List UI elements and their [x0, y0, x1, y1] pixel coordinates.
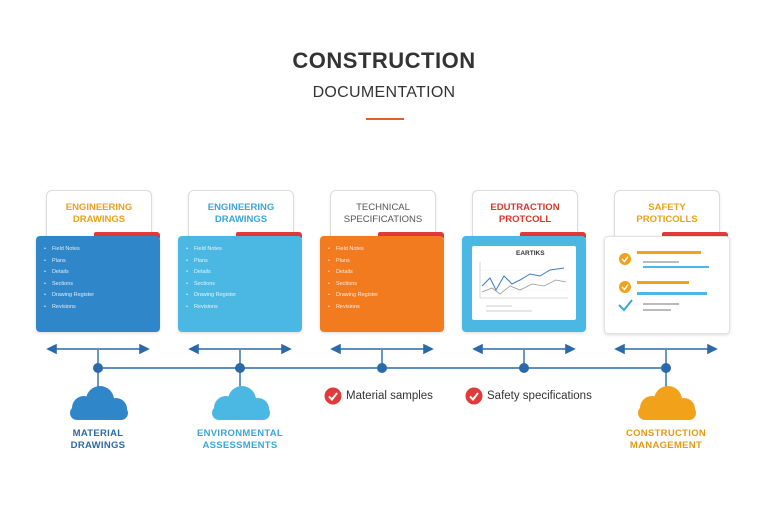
card-title-line2: SPECIFICATIONS: [343, 214, 423, 225]
card-item: Field Notes: [44, 244, 144, 256]
timeline-node: [377, 363, 387, 373]
folder-stripe: [94, 232, 160, 238]
card-item: Sections: [186, 279, 286, 291]
check-circle-icon: [324, 387, 342, 405]
node-label-line1: ENVIRONMENTAL: [196, 428, 284, 439]
check-item-safety-specifications: Safety specifications: [465, 387, 592, 405]
timeline-nodes: [93, 363, 671, 373]
card-engineering-drawings-2[interactable]: ENGINEERING DRAWINGS Field Notes Plans D…: [178, 190, 306, 332]
folder-stripe: [520, 232, 586, 238]
card-item: Revisions: [328, 302, 428, 314]
card-item: Details: [44, 267, 144, 279]
node-label-line2: DRAWINGS: [70, 440, 126, 451]
node-label-line1: CONSTRUCTION: [625, 428, 707, 439]
timeline-node: [661, 363, 671, 373]
card-title-line2: PROTICOLLS: [636, 214, 698, 225]
card-item: Field Notes: [328, 244, 428, 256]
card-item: Field Notes: [186, 244, 286, 256]
card-title-line1: EDUTRACTION: [490, 202, 560, 213]
check-circle-icon: [465, 387, 483, 405]
card-item: Drawing Register: [44, 290, 144, 302]
card-item: Plans: [44, 256, 144, 268]
card-item: Revisions: [186, 302, 286, 314]
card-title-line1: TECHNICAL: [356, 202, 410, 213]
card-title-line1: SAFETY: [648, 202, 686, 213]
card-item: Details: [186, 267, 286, 279]
timeline-node: [93, 363, 103, 373]
folder-stripe: [662, 232, 728, 238]
node-label-line2: ASSESSMENTS: [202, 440, 278, 451]
card-item: Revisions: [44, 302, 144, 314]
page-title: CONSTRUCTION: [292, 48, 476, 73]
card-item: Plans: [186, 256, 286, 268]
card-title-line1: ENGINEERING: [207, 202, 275, 213]
folder-body: [604, 236, 730, 334]
card-item: Details: [328, 267, 428, 279]
folder-body: EARTIKS: [462, 236, 586, 332]
cloud-icon: [638, 386, 696, 420]
node-label-environmental-assessments: ENVIRONMENTAL ASSESSMENTS: [170, 428, 310, 452]
node-label-line2: MANAGEMENT: [629, 440, 703, 451]
card-item: Sections: [328, 279, 428, 291]
checklist-icon: [618, 251, 709, 312]
folder-body: Field Notes Plans Details Sections Drawi…: [320, 236, 444, 332]
check-label: Material samples: [346, 390, 433, 402]
node-label-line1: MATERIAL: [72, 428, 124, 439]
folder-body: Field Notes Plans Details Sections Drawi…: [178, 236, 302, 332]
card-title-line2: PROTCOLL: [498, 214, 552, 225]
card-safety-protocols[interactable]: SAFETY PROTICOLLS: [604, 190, 732, 334]
check-item-material-samples: Material samples: [324, 387, 433, 405]
report-line-chart-icon: [479, 262, 568, 312]
card-protocol-report[interactable]: EDUTRACTION PROTCOLL EARTIKS: [462, 190, 590, 332]
card-title-line2: DRAWINGS: [214, 214, 268, 225]
card-title-line2: DRAWINGS: [72, 214, 126, 225]
title-underline: [366, 118, 404, 120]
node-label-material-drawings: MATERIAL DRAWINGS: [28, 428, 168, 452]
card-item: Drawing Register: [328, 290, 428, 302]
check-label: Safety specifications: [487, 390, 592, 402]
page-subtitle: DOCUMENTATION: [312, 84, 456, 101]
timeline-node: [235, 363, 245, 373]
card-technical-specifications[interactable]: TECHNICAL SPECIFICATIONS Field Notes Pla…: [320, 190, 448, 332]
folder-stripe: [236, 232, 302, 238]
folder-body: Field Notes Plans Details Sections Drawi…: [36, 236, 160, 332]
card-item: Sections: [44, 279, 144, 291]
report-sheet: EARTIKS: [472, 246, 576, 320]
cloud-icon: [212, 386, 270, 420]
double-arrow-icon: [46, 343, 718, 355]
card-item: Plans: [328, 256, 428, 268]
node-label-construction-management: CONSTRUCTION MANAGEMENT: [596, 428, 736, 452]
card-engineering-drawings-1[interactable]: ENGINEERING DRAWINGS Field Notes Plans D…: [36, 190, 164, 332]
card-title-line1: ENGINEERING: [65, 202, 133, 213]
card-item: Drawing Register: [186, 290, 286, 302]
folder-stripe: [378, 232, 444, 238]
cloud-icon: [70, 386, 128, 420]
timeline-node: [519, 363, 529, 373]
report-title: EARTIKS: [516, 250, 545, 257]
